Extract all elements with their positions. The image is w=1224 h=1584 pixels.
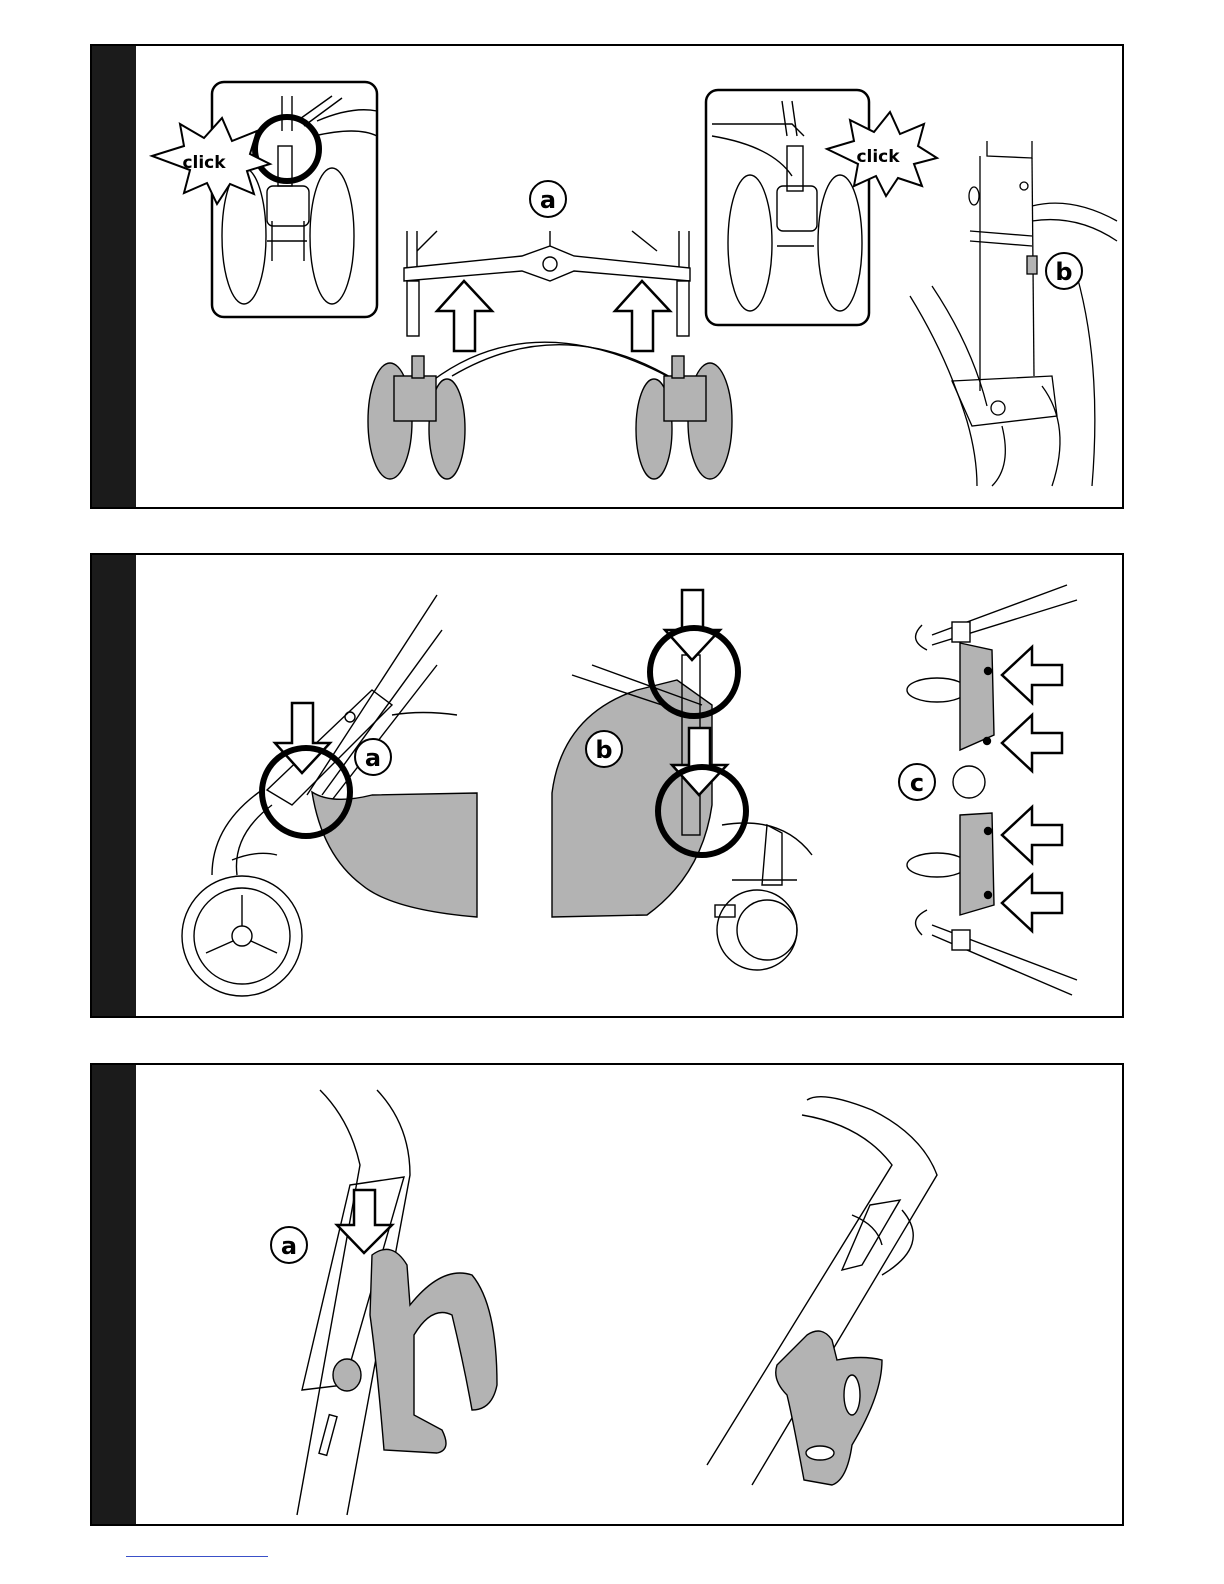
- panel-2-illustration: a b: [92, 555, 1124, 1018]
- front-wheel-right: [636, 356, 732, 479]
- callout-a: a: [271, 1227, 307, 1263]
- step-panel-3: a: [90, 1063, 1124, 1526]
- svg-text:a: a: [540, 186, 556, 214]
- canopy-middle: [552, 655, 812, 970]
- click-label: click: [182, 153, 226, 173]
- svg-text:b: b: [595, 736, 612, 764]
- svg-text:b: b: [1055, 258, 1072, 286]
- left-arrows-c: [1002, 647, 1062, 931]
- svg-text:a: a: [281, 1232, 297, 1260]
- click-burst-right: click: [827, 112, 937, 196]
- step-panel-2: a b: [90, 553, 1124, 1018]
- click-label: click: [856, 147, 900, 167]
- up-arrow-right: [615, 281, 670, 351]
- inset-right: [706, 90, 869, 325]
- panel-1-illustration: click: [92, 46, 1124, 509]
- panel-3-illustration: a: [92, 1065, 1124, 1526]
- callout-c: c: [899, 764, 935, 800]
- callout-b: b: [586, 731, 622, 767]
- front-wheel-left: [368, 356, 465, 479]
- callout-a: a: [355, 739, 391, 775]
- canopy-left: [182, 595, 477, 996]
- cup-holder-left: [333, 1249, 497, 1453]
- svg-text:c: c: [910, 769, 924, 797]
- callout-a: a: [530, 181, 566, 217]
- up-arrow-left: [437, 281, 492, 351]
- cup-holder-right: [776, 1331, 882, 1485]
- callout-b: b: [1046, 253, 1082, 289]
- svg-text:a: a: [365, 744, 381, 772]
- down-arrow-b-top: [665, 590, 720, 660]
- click-burst-left: click: [152, 118, 270, 204]
- step-panel-1: click: [90, 44, 1124, 509]
- wheel-pin-detail: [910, 141, 1117, 486]
- footer-rule: [126, 1556, 268, 1557]
- highlight-ring: [255, 117, 319, 181]
